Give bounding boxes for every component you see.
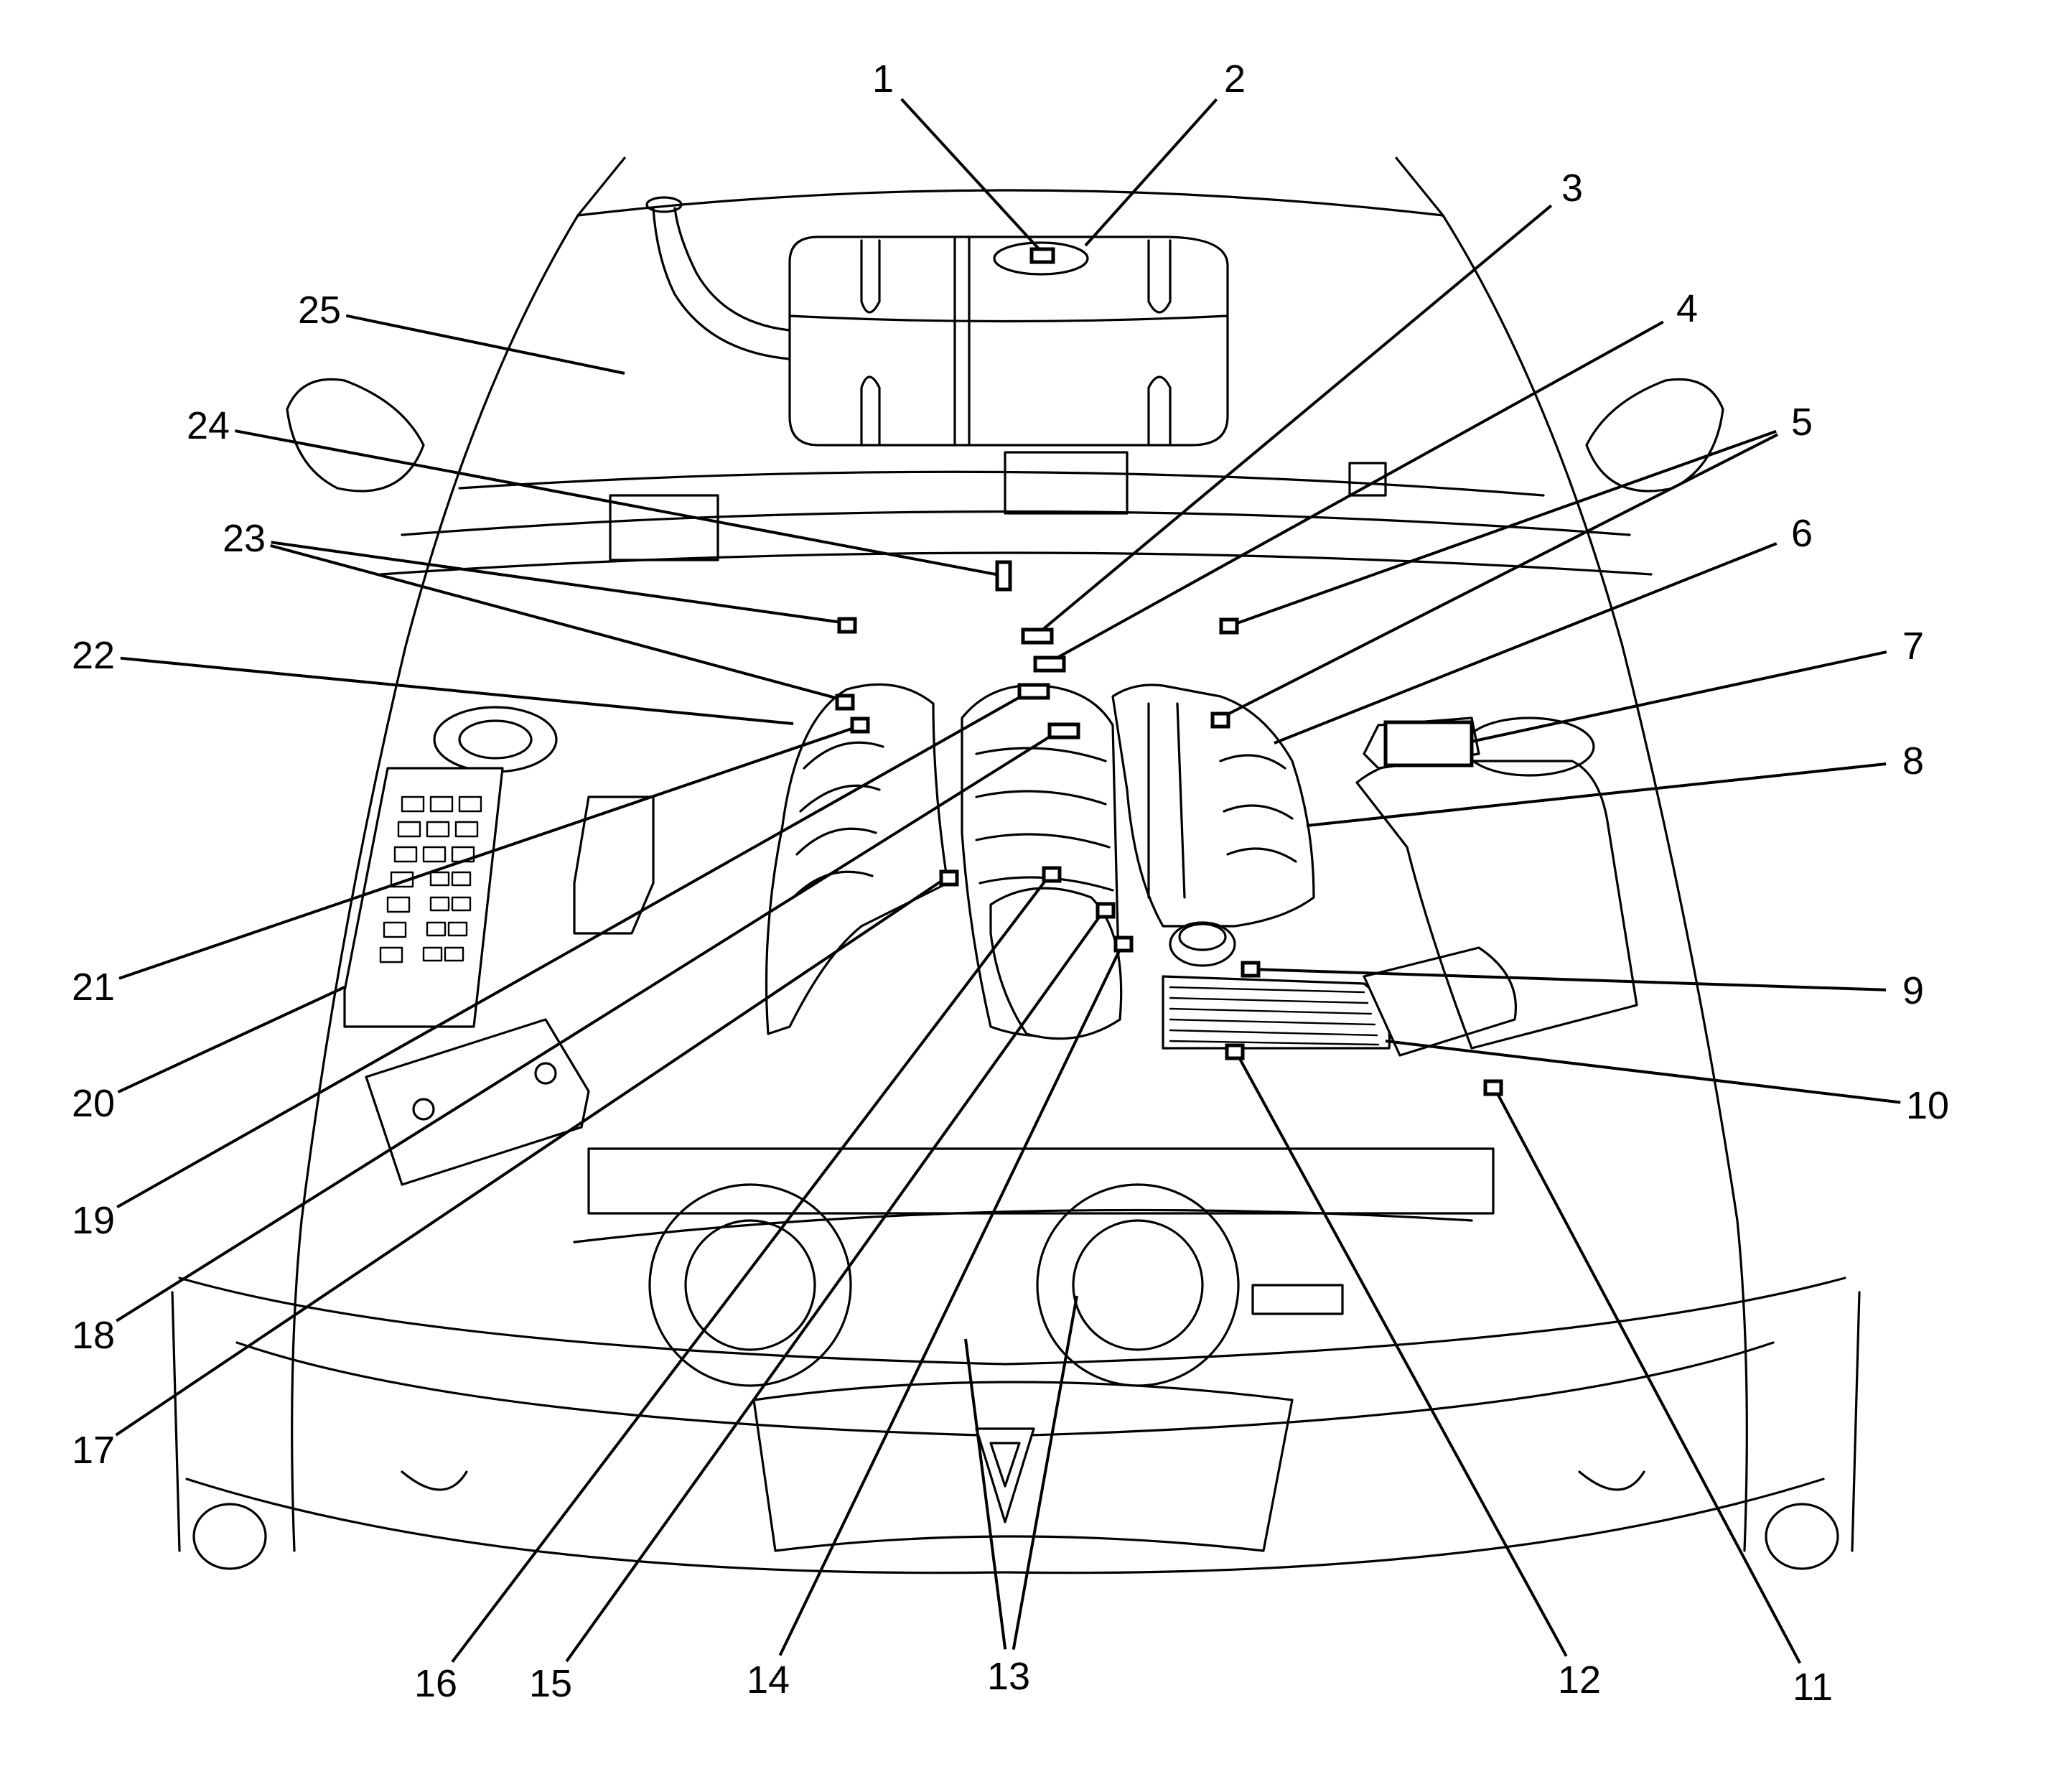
- callout-label-12: 12: [1558, 1658, 1601, 1702]
- callout-18-marker: [1047, 722, 1080, 739]
- callout-16-leader: [451, 871, 1053, 1663]
- callout-24-leader: [234, 429, 1004, 577]
- callout-17-marker: [939, 869, 959, 887]
- callout-14-leader: [778, 941, 1125, 1656]
- callout-4-marker: [1033, 655, 1066, 673]
- callout-8-leader: [1306, 762, 1887, 827]
- callout-18-leader: [116, 727, 1064, 1322]
- callout-label-6: 6: [1791, 512, 1813, 555]
- callout-label-10: 10: [1906, 1084, 1949, 1127]
- callout-label-3: 3: [1561, 167, 1583, 210]
- callout-label-20: 20: [72, 1082, 115, 1125]
- callout-5-leader-1: [1228, 429, 1777, 627]
- callout-1-marker: [1029, 247, 1055, 264]
- callout-20-leader: [117, 986, 345, 1093]
- callout-23-marker-2: [835, 694, 855, 711]
- callout-11-leader: [1492, 1085, 1801, 1664]
- callout-2-leader: [1084, 98, 1218, 247]
- callout-16-marker: [1042, 866, 1062, 883]
- callout-1-leader: [900, 98, 1044, 254]
- callout-24-marker: [995, 560, 1012, 592]
- callout-5-leader-2: [1220, 433, 1779, 719]
- callout-label-1: 1: [872, 57, 894, 101]
- callout-21-leader: [118, 725, 859, 980]
- callout-9-marker: [1241, 961, 1261, 978]
- callout-10-leader: [1385, 1040, 1901, 1104]
- callout-label-14: 14: [747, 1658, 790, 1702]
- callout-label-18: 18: [72, 1314, 115, 1357]
- callout-19-leader: [116, 688, 1034, 1209]
- callout-23-marker-1: [837, 617, 857, 634]
- callout-label-23: 23: [223, 517, 266, 560]
- callout-12-leader: [1233, 1049, 1568, 1657]
- callout-label-25: 25: [298, 289, 341, 332]
- callout-14-marker: [1113, 935, 1134, 953]
- callout-label-4: 4: [1676, 287, 1698, 330]
- callout-5-marker-1: [1219, 617, 1239, 635]
- callout-3-marker: [1021, 627, 1054, 645]
- callout-label-15: 15: [529, 1662, 572, 1705]
- callout-markers: [835, 247, 1503, 1096]
- callout-label-5: 5: [1791, 401, 1813, 444]
- callout-label-11: 11: [1793, 1666, 1833, 1709]
- callout-label-2: 2: [1224, 57, 1246, 101]
- engine-compartment-illustration: [171, 157, 1861, 1574]
- callout-21-marker: [850, 717, 870, 734]
- callout-7-leader: [1464, 650, 1887, 745]
- callout-4-leader: [1049, 320, 1664, 663]
- callout-13-leader-2: [1012, 1295, 1078, 1650]
- callout-17-leader: [115, 874, 950, 1437]
- callout-11-marker: [1483, 1079, 1503, 1096]
- callout-label-9: 9: [1902, 969, 1924, 1012]
- callout-7-marker: [1383, 720, 1474, 767]
- callout-5-marker-2: [1210, 711, 1230, 729]
- callout-label-16: 16: [414, 1662, 457, 1705]
- callout-15-leader: [565, 907, 1107, 1663]
- callout-19-marker: [1017, 683, 1050, 700]
- callout-label-8: 8: [1902, 739, 1924, 783]
- callout-label-21: 21: [72, 966, 115, 1009]
- callout-leaders: [115, 98, 1901, 1664]
- callout-label-24: 24: [187, 404, 230, 447]
- callout-label-19: 19: [72, 1199, 115, 1242]
- callout-12-marker: [1225, 1043, 1245, 1060]
- callout-25-leader: [345, 314, 625, 375]
- callout-23-leader-1: [271, 541, 848, 625]
- callout-label-13: 13: [987, 1655, 1030, 1698]
- callout-15-marker: [1096, 902, 1116, 919]
- callout-3-leader: [1036, 204, 1553, 635]
- callout-label-7: 7: [1902, 625, 1924, 668]
- callout-13-leader-1: [964, 1338, 1007, 1650]
- callout-22-leader: [120, 656, 794, 725]
- callout-label-17: 17: [72, 1429, 115, 1472]
- callout-9-leader: [1252, 968, 1887, 991]
- callout-6-leader: [1274, 542, 1778, 745]
- callout-label-22: 22: [72, 634, 115, 677]
- callout-23-leader-2: [270, 543, 844, 701]
